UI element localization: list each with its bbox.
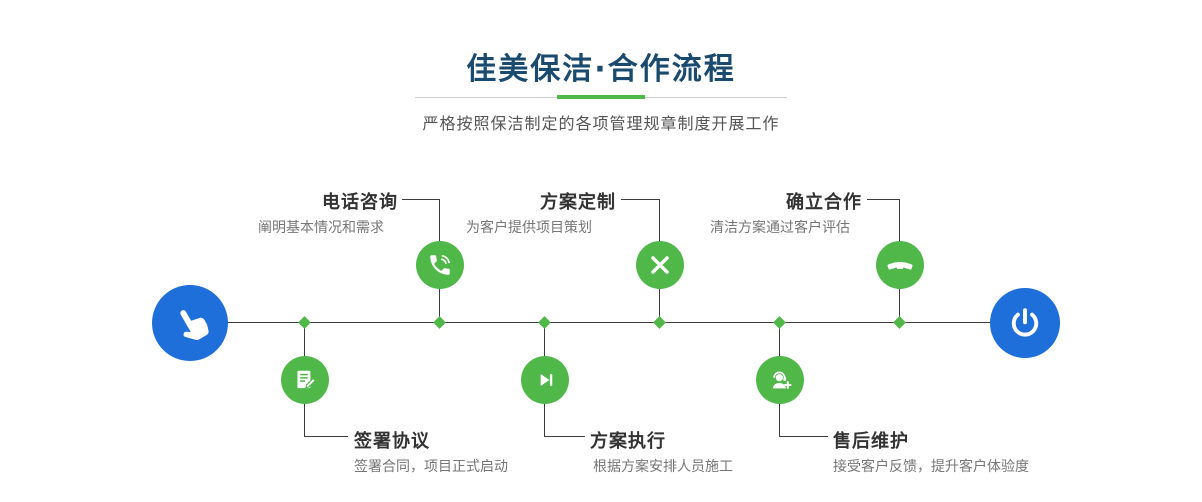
hand-pointer-icon [180, 310, 209, 341]
play-execute-icon [540, 374, 553, 386]
step-circle-support [756, 356, 804, 404]
connector-bottom-1-h [304, 436, 348, 437]
step-bottom-2-title: 方案执行 [590, 431, 666, 452]
design-pen-icon [651, 256, 669, 274]
step-circle-design [636, 241, 684, 289]
timeline-node-diamond [298, 316, 311, 329]
timeline-node-diamond [653, 316, 666, 329]
step-circle-contract [281, 356, 329, 404]
timeline-node-diamond [773, 316, 786, 329]
page-subtitle: 严格按照保洁制定的各项管理规章制度开展工作 [422, 114, 780, 133]
step-top-2-desc: 为客户提供项目策划 [466, 220, 592, 236]
timeline-line [190, 322, 1025, 323]
step-top-3-title: 确立合作 [786, 192, 862, 213]
step-circle-execute [521, 356, 569, 404]
connector-bottom-3-h [779, 436, 828, 437]
step-bottom-1-desc: 签署合同，项目正式启动 [354, 459, 508, 475]
connector-top-1-h [402, 199, 440, 200]
step-top-1-desc: 阐明基本情况和需求 [258, 220, 384, 236]
phone-icon [430, 255, 450, 275]
connector-top-2-h [621, 199, 660, 200]
timeline-node-diamond [538, 316, 551, 329]
step-bottom-1-title: 签署协议 [354, 431, 430, 452]
handshake-icon [887, 261, 913, 270]
timeline-node-diamond [433, 316, 446, 329]
page-title: 佳美保洁·合作流程 [466, 52, 736, 87]
step-bottom-3-title: 售后维护 [833, 431, 909, 452]
timeline-end-node [990, 288, 1060, 358]
step-circle-handshake [876, 241, 924, 289]
step-bottom-2-desc: 根据方案安排人员施工 [593, 459, 733, 475]
power-icon [1011, 308, 1039, 337]
timeline-start-node [152, 285, 228, 361]
contract-icon [297, 370, 317, 389]
headset-support-icon [772, 371, 792, 389]
step-top-1-title: 电话咨询 [322, 192, 398, 213]
timeline-node-diamond [893, 316, 906, 329]
step-bottom-3-desc: 接受客户反馈，提升客户体验度 [833, 459, 1029, 475]
step-circle-phone [416, 241, 464, 289]
connector-top-3-h [867, 199, 900, 200]
title-divider-accent [557, 95, 645, 99]
step-top-2-title: 方案定制 [540, 192, 616, 213]
step-top-3-desc: 清洁方案通过客户评估 [710, 220, 850, 236]
connector-bottom-2-h [544, 436, 585, 437]
